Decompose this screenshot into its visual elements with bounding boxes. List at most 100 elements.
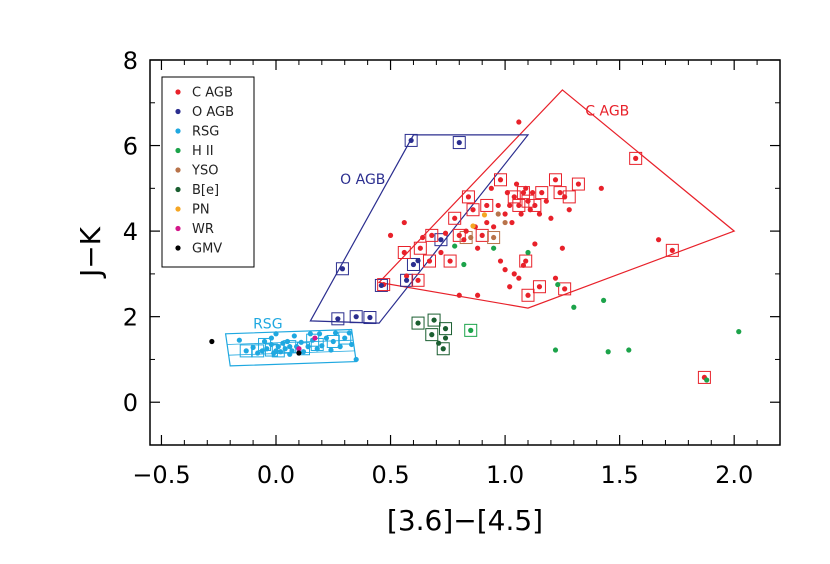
- point: [273, 348, 279, 354]
- point: [566, 207, 572, 213]
- point-box: [512, 198, 526, 212]
- point: [403, 273, 410, 279]
- point: [282, 346, 288, 352]
- point: [475, 292, 481, 298]
- legend-marker: [175, 225, 181, 232]
- point: [410, 261, 417, 268]
- point: [479, 232, 485, 238]
- legend-label: PN: [192, 203, 210, 218]
- point: [532, 241, 538, 247]
- point: [495, 202, 501, 209]
- point: [516, 275, 522, 281]
- point-box: [439, 322, 453, 336]
- point-box: [464, 323, 478, 337]
- point: [236, 337, 242, 343]
- point: [525, 292, 531, 298]
- point: [548, 215, 554, 221]
- point: [571, 304, 577, 310]
- point: [502, 219, 508, 226]
- point-box: [466, 203, 480, 217]
- point: [520, 262, 527, 268]
- point: [275, 344, 281, 350]
- boxes-layer: [239, 133, 711, 384]
- point: [468, 327, 474, 333]
- y-tick-label: 6: [123, 133, 138, 161]
- point: [529, 190, 536, 196]
- point: [704, 377, 710, 383]
- point-box: [448, 211, 462, 225]
- point: [438, 249, 444, 256]
- point-box: [335, 262, 349, 276]
- y-tick-label: 8: [123, 47, 138, 75]
- point: [420, 234, 426, 241]
- legend-label: YSO: [191, 164, 218, 179]
- point-box: [443, 254, 457, 268]
- point-box: [516, 186, 530, 200]
- point: [484, 219, 490, 226]
- point: [539, 190, 545, 196]
- point-box: [331, 312, 345, 326]
- point: [456, 232, 462, 238]
- point: [284, 338, 291, 345]
- point: [287, 344, 293, 350]
- point: [415, 277, 421, 283]
- point-box: [519, 254, 533, 268]
- legend-label: RSG: [192, 125, 219, 140]
- point: [475, 245, 481, 251]
- point: [543, 198, 549, 204]
- legend-marker: [175, 147, 181, 154]
- point-box: [507, 190, 521, 204]
- legend-label: WR: [192, 222, 214, 237]
- point-box: [425, 328, 439, 342]
- point: [516, 202, 522, 209]
- point: [287, 351, 293, 357]
- point: [314, 346, 320, 352]
- point-box: [406, 257, 420, 271]
- point: [470, 207, 476, 213]
- y-tick-label: 0: [123, 389, 138, 417]
- point: [559, 245, 565, 251]
- x-tick-label: 1.5: [601, 461, 639, 489]
- point: [520, 190, 527, 196]
- point: [261, 338, 268, 345]
- point: [491, 234, 497, 241]
- point: [312, 335, 318, 341]
- legend-label: GMV: [192, 242, 222, 257]
- point: [655, 237, 662, 243]
- point: [736, 329, 742, 335]
- x-tick-label: 1.0: [486, 461, 524, 489]
- point: [557, 190, 563, 196]
- point: [511, 271, 517, 277]
- point-box: [363, 311, 377, 325]
- point: [319, 343, 325, 349]
- legend-marker: [175, 89, 181, 95]
- point: [367, 314, 373, 321]
- point: [307, 331, 313, 337]
- point: [488, 185, 494, 191]
- y-axis-title: J−K: [74, 226, 107, 279]
- point: [452, 215, 458, 221]
- point: [291, 333, 297, 339]
- point: [562, 194, 568, 200]
- point: [328, 347, 334, 353]
- point: [601, 297, 607, 304]
- legend-label: B[e]: [192, 183, 219, 198]
- region-label-0: C AGB: [585, 104, 629, 120]
- point: [323, 335, 329, 341]
- point-box: [452, 228, 466, 242]
- legend-marker: [175, 186, 181, 193]
- x-tick-label: 2.0: [715, 461, 753, 489]
- point: [250, 344, 256, 351]
- point-box: [461, 190, 475, 204]
- point: [337, 344, 343, 350]
- point-box: [377, 278, 391, 292]
- legend-marker: [175, 128, 181, 134]
- point-box: [425, 228, 439, 242]
- point: [491, 245, 497, 251]
- point-box: [494, 173, 508, 187]
- point: [243, 348, 249, 354]
- point-box: [427, 313, 441, 327]
- point: [470, 223, 476, 229]
- point: [484, 202, 490, 209]
